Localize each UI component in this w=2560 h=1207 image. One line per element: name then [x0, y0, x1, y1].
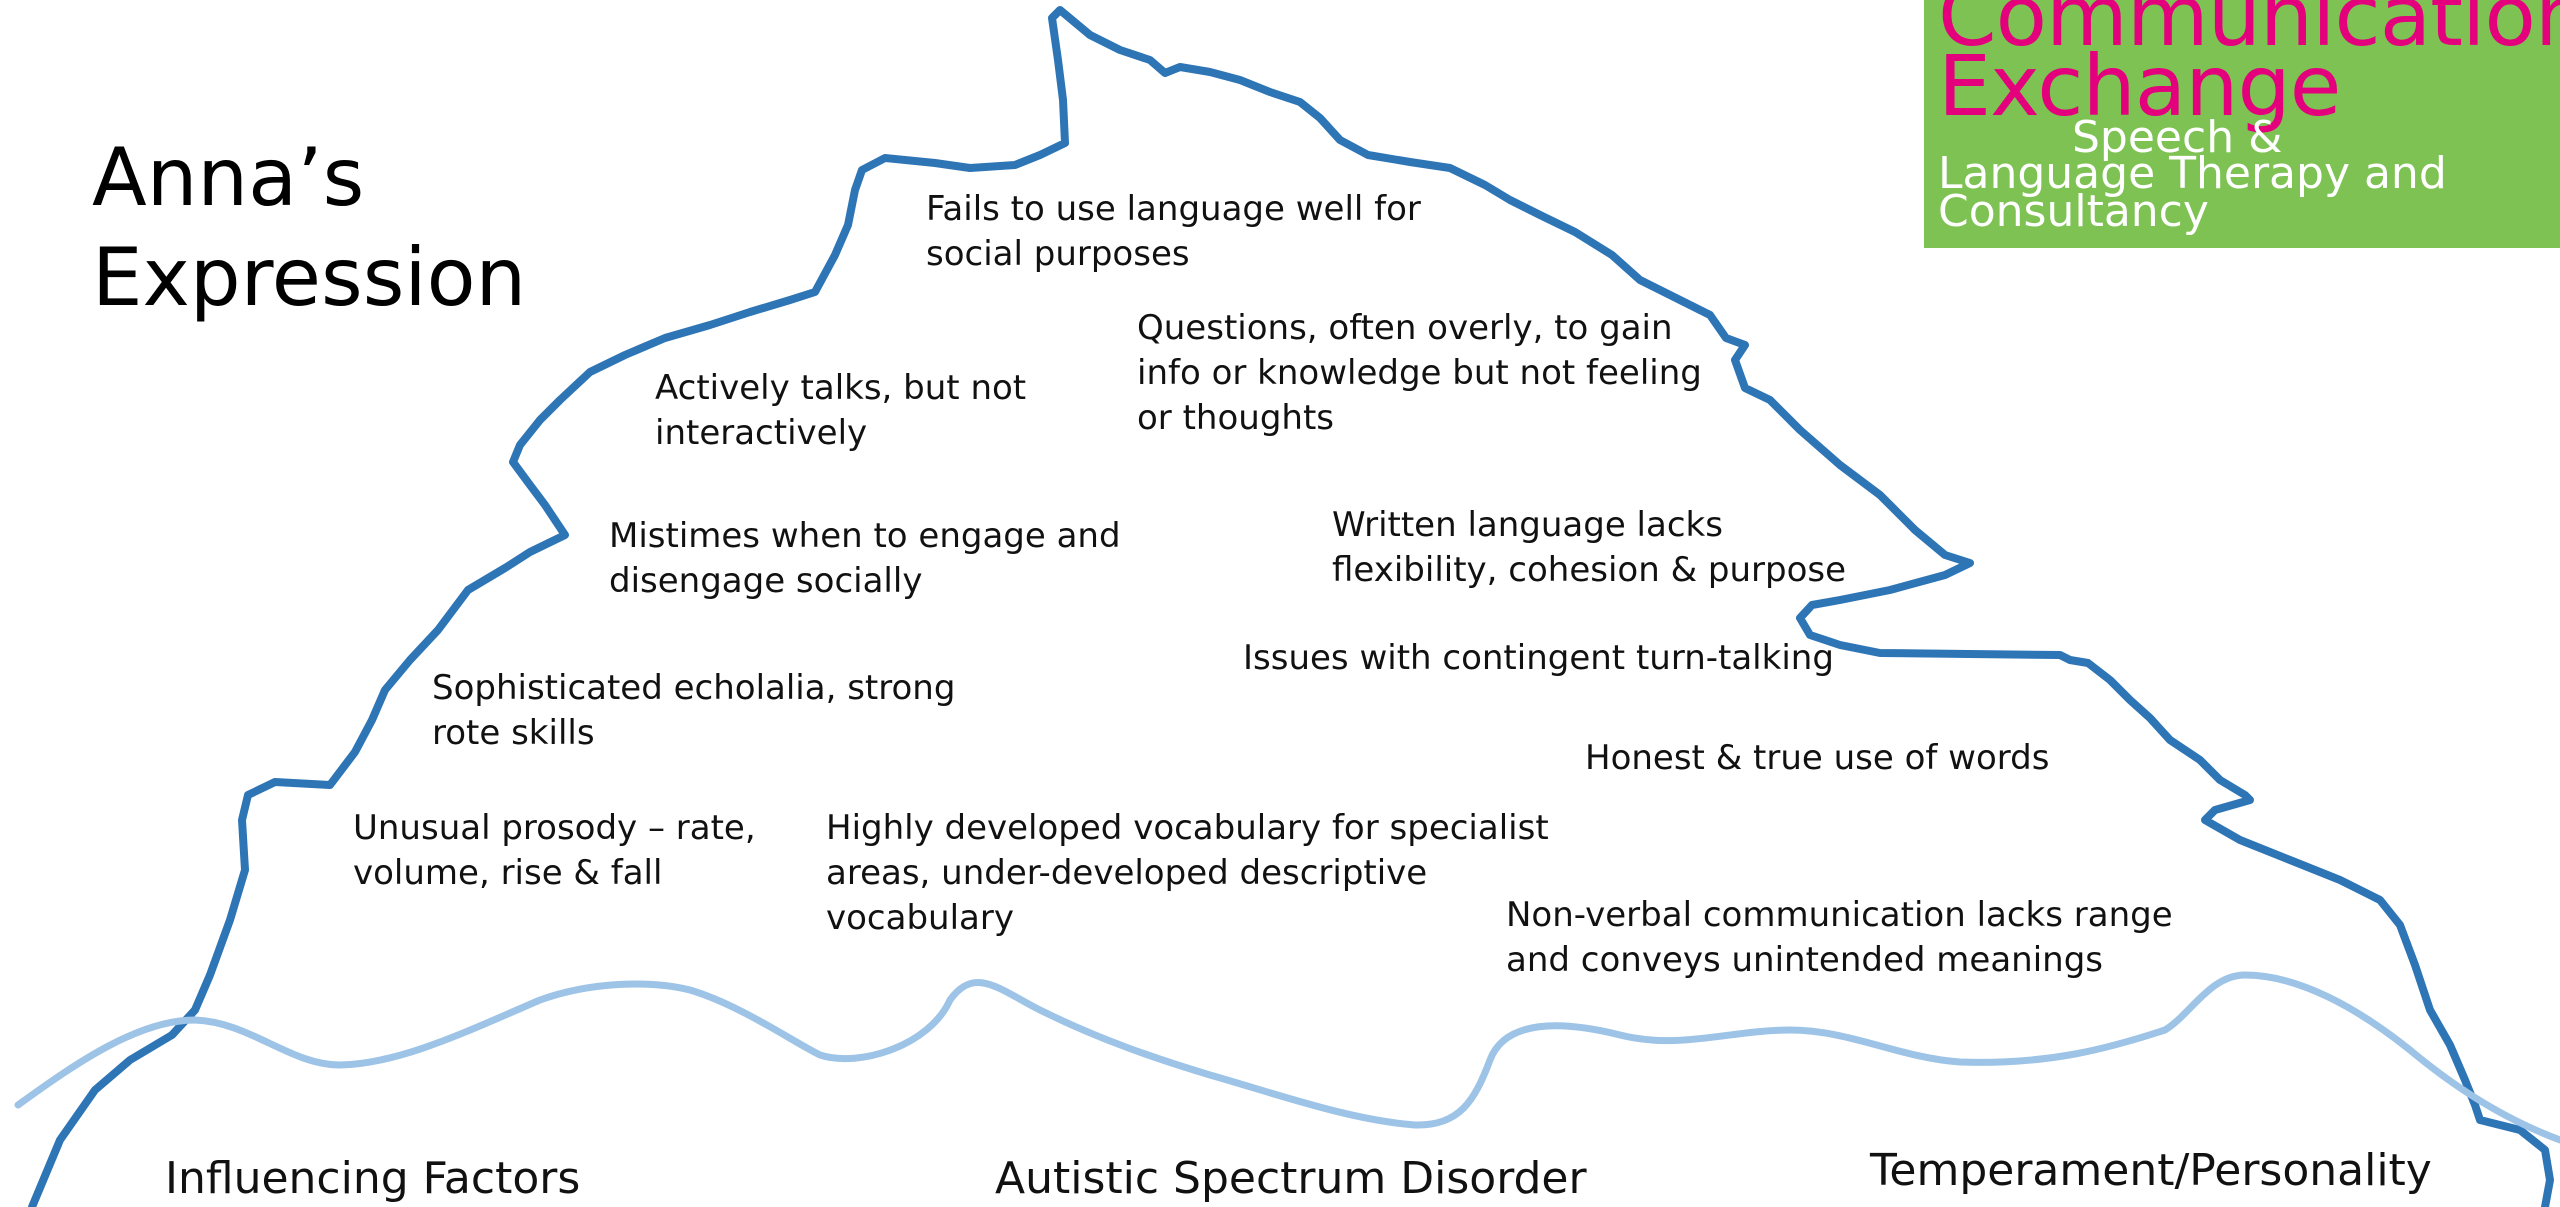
note-non-verbal: Non-verbal communication lacks range and… [1506, 893, 2173, 983]
note-line: Issues with contingent turn-talking [1243, 638, 1834, 678]
note-line: Fails to use language well for [926, 189, 1421, 229]
note-line: vocabulary [826, 898, 1014, 938]
note-line: volume, rise & fall [353, 853, 663, 893]
note-line: Written language lacks [1332, 505, 1723, 545]
note-line: and conveys unintended meanings [1506, 940, 2103, 980]
note-turn-talking: Issues with contingent turn-talking [1243, 636, 1834, 681]
note-social-purposes: Fails to use language well for social pu… [926, 187, 1421, 277]
note-written-language: Written language lacks flexibility, cohe… [1332, 503, 1846, 593]
logo-line: Communication [1938, 0, 2560, 65]
note-line: Non-verbal communication lacks range [1506, 895, 2173, 935]
note-line: Unusual prosody – rate, [353, 808, 756, 848]
title-line: Expression [92, 231, 527, 324]
note-line: social purposes [926, 234, 1190, 274]
note-line: disengage socially [609, 561, 923, 601]
note-line: Actively talks, but not [655, 368, 1027, 408]
note-line: flexibility, cohesion & purpose [1332, 550, 1847, 590]
note-echolalia: Sophisticated echolalia, strong rote ski… [432, 666, 955, 756]
logo-line: Exchange [1938, 37, 2341, 135]
note-line: or thoughts [1137, 398, 1334, 438]
note-line: Highly developed vocabulary for speciali… [826, 808, 1549, 848]
note-line: Mistimes when to engage and [609, 516, 1121, 556]
note-honest-words: Honest & true use of words [1585, 736, 2049, 781]
label-autistic-spectrum-disorder: Autistic Spectrum Disorder [995, 1153, 1587, 1204]
page-title: Anna’s Expression [92, 128, 527, 328]
note-prosody: Unusual prosody – rate, volume, rise & f… [353, 806, 756, 896]
note-line: Questions, often overly, to gain [1137, 308, 1673, 348]
note-questions: Questions, often overly, to gain info or… [1137, 306, 1702, 441]
logo-line: Speech & [2072, 112, 2283, 163]
label-temperament-personality: Temperament/Personality [1870, 1145, 2432, 1196]
note-line: Sophisticated echolalia, strong [432, 668, 956, 708]
logo-line: Language Therapy and [1938, 148, 2447, 199]
note-line: info or knowledge but not feeling [1137, 353, 1702, 393]
title-line: Anna’s [92, 131, 365, 224]
note-line: rote skills [432, 713, 595, 753]
note-line: Honest & true use of words [1585, 738, 2050, 778]
company-logo: Communication Exchange Speech & Language… [1924, 0, 2560, 248]
logo-line: Consultancy [1938, 186, 2209, 237]
note-actively-talks: Actively talks, but not interactively [655, 366, 1026, 456]
iceberg-outline [28, 6, 2554, 1207]
label-influencing-factors: Influencing Factors [165, 1153, 581, 1204]
note-line: interactively [655, 413, 868, 453]
water-line [14, 971, 2560, 1144]
note-mistimes: Mistimes when to engage and disengage so… [609, 514, 1121, 604]
note-line: areas, under-developed descriptive [826, 853, 1428, 893]
note-vocabulary: Highly developed vocabulary for speciali… [826, 806, 1549, 941]
